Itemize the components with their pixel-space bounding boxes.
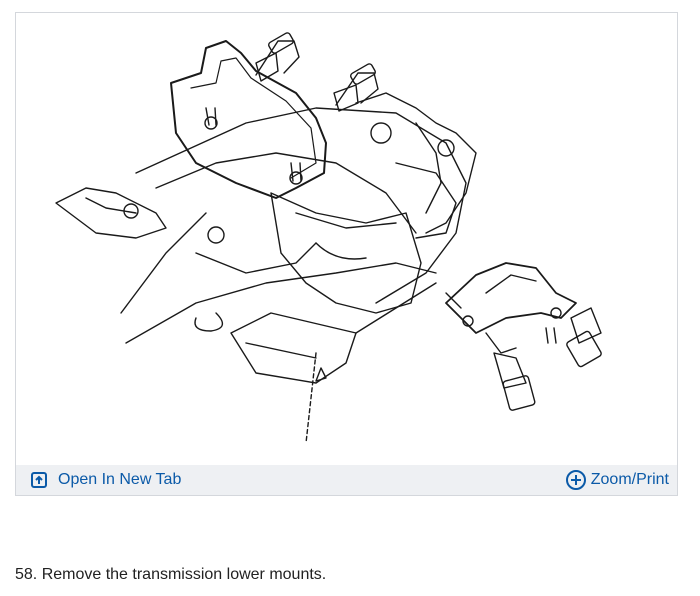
zoom-print-label: Zoom/Print bbox=[590, 471, 669, 488]
figure-card: Open In New Tab Zoom/Print bbox=[15, 12, 678, 496]
figure-toolbar: Open In New Tab Zoom/Print bbox=[16, 465, 677, 495]
transmission-mount-diagram bbox=[55, 32, 602, 444]
step-instruction: 58. Remove the transmission lower mounts… bbox=[15, 566, 327, 583]
zoom-plus-icon bbox=[565, 470, 586, 490]
open-in-new-tab-label: Open In New Tab bbox=[58, 471, 182, 488]
open-in-new-tab-button[interactable]: Open In New Tab bbox=[30, 469, 181, 491]
open-in-new-tab-icon bbox=[31, 472, 47, 488]
zoom-print-button[interactable]: Zoom/Print bbox=[565, 469, 669, 491]
